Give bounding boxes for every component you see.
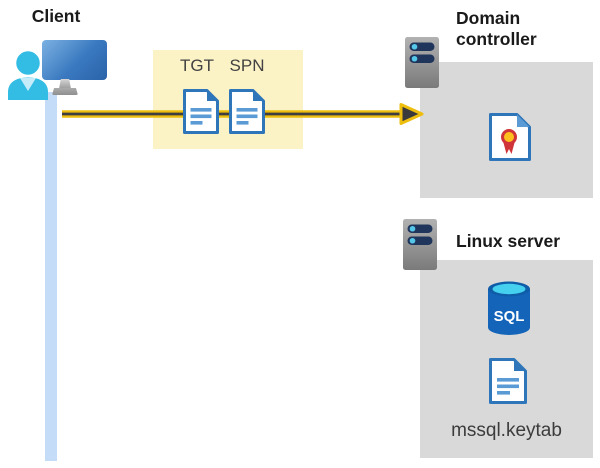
spn-document-icon — [229, 89, 265, 134]
user-icon — [8, 50, 48, 100]
domain-controller-server-icon — [405, 37, 439, 88]
tgt-label: TGT — [180, 56, 214, 75]
monitor-icon — [42, 40, 107, 80]
keytab-filename: mssql.keytab — [451, 420, 562, 441]
client-label: Client — [31, 6, 81, 26]
tgt-document-icon — [183, 89, 219, 134]
certificate-icon — [489, 113, 531, 161]
keytab-document-icon — [489, 358, 527, 404]
sql-database-icon: SQL — [488, 281, 530, 335]
sql-badge-text: SQL — [494, 308, 525, 325]
linux-server-icon — [403, 219, 437, 270]
linux-server-label: Linux server — [456, 231, 561, 251]
ticket-highlight-box — [153, 50, 303, 149]
monitor-stand-neck — [59, 79, 71, 89]
monitor-stand-base — [52, 88, 78, 95]
domain-controller-label: Domain controller — [456, 8, 537, 49]
spn-label: SPN — [229, 56, 265, 75]
client-lifeline — [45, 92, 57, 461]
